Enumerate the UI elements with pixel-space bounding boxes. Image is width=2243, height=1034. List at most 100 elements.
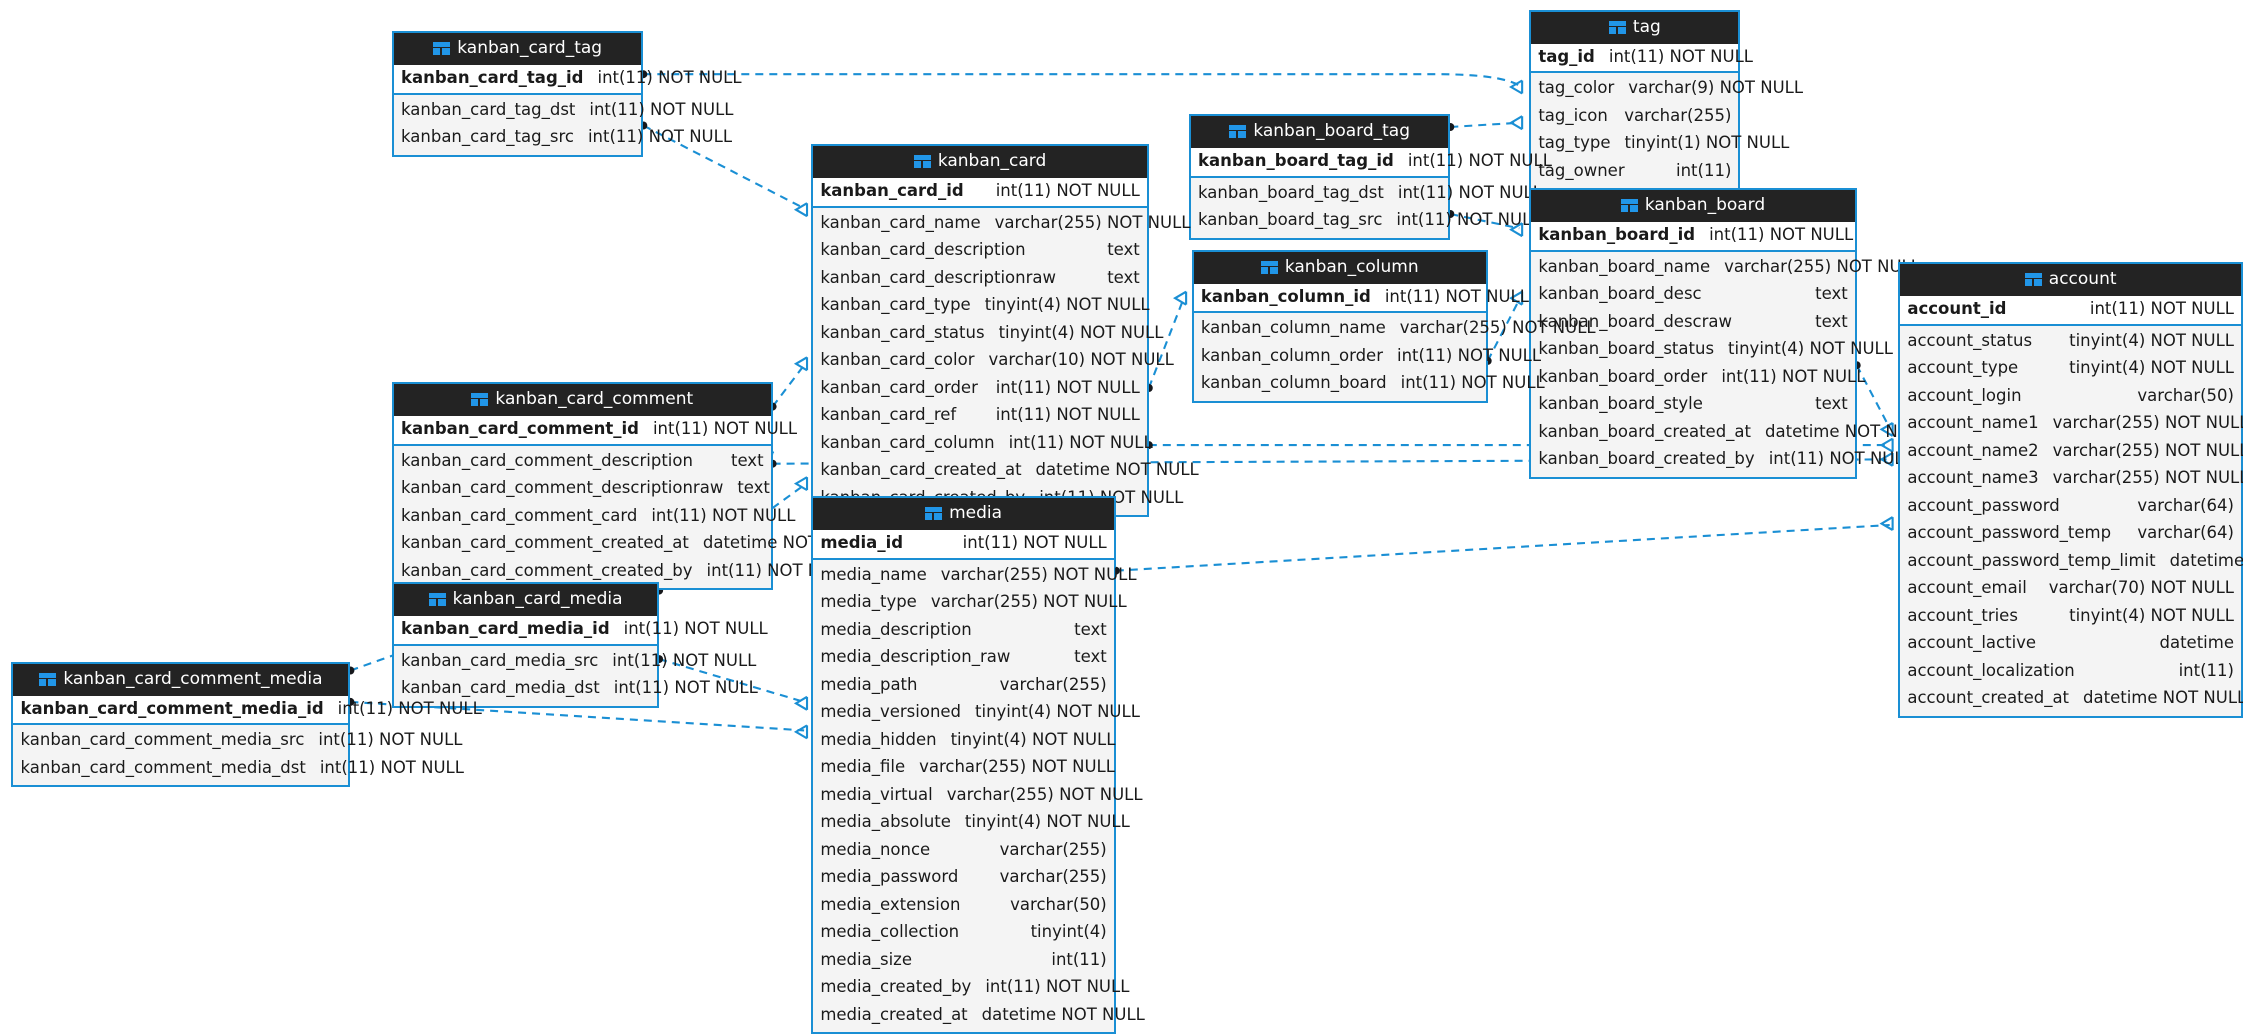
table-header[interactable]: kanban_card_comment xyxy=(394,384,771,417)
table-header[interactable]: kanban_card_media xyxy=(394,584,658,617)
table-header[interactable]: kanban_board xyxy=(1531,190,1855,223)
table-header[interactable]: account xyxy=(1900,264,2241,297)
table-header[interactable]: kanban_card_comment_media xyxy=(13,663,349,696)
table-header[interactable]: kanban_card xyxy=(813,146,1147,179)
table-header[interactable]: media xyxy=(813,498,1114,531)
table-header[interactable]: kanban_column xyxy=(1193,251,1486,284)
table-header[interactable]: kanban_card_tag xyxy=(394,33,642,66)
table-header[interactable]: kanban_board_tag xyxy=(1190,116,1449,149)
table-header[interactable]: tag xyxy=(1531,11,1739,44)
